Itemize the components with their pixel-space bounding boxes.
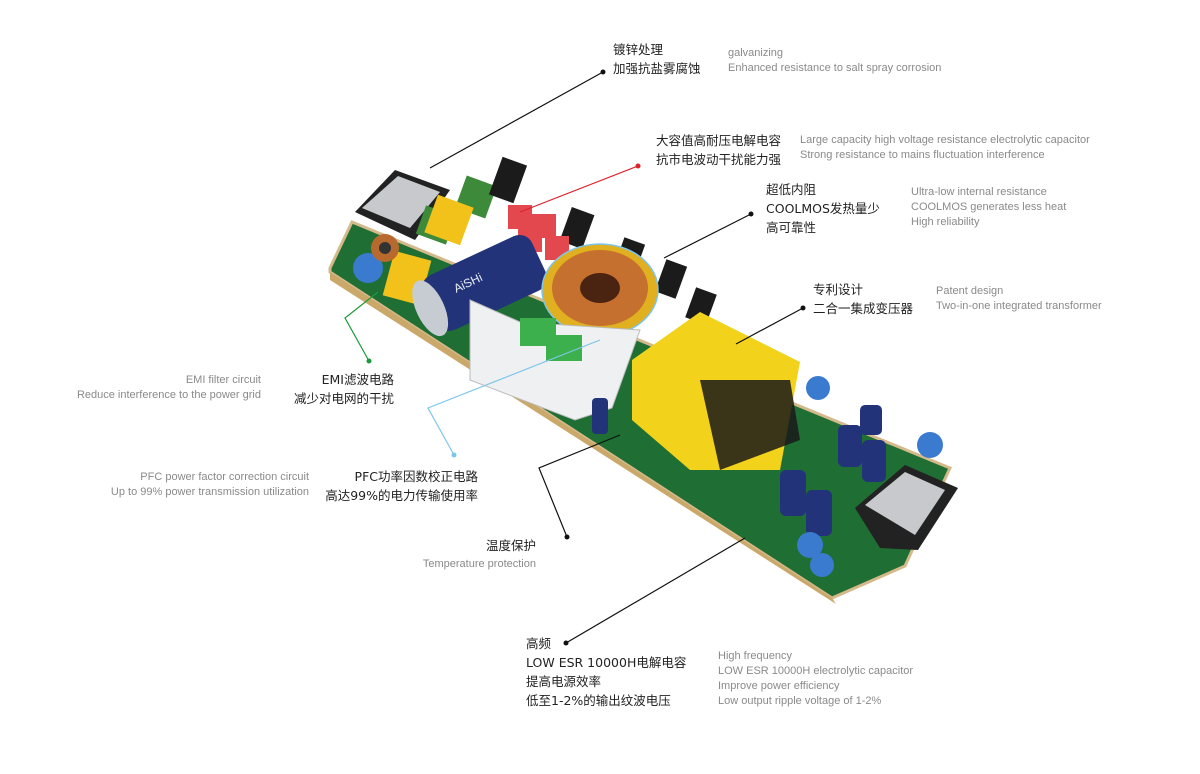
en-line: EMI filter circuit <box>185 374 261 386</box>
leader-galvanizing <box>429 71 604 169</box>
varistor <box>353 253 383 283</box>
en-line: Enhanced resistance to salt spray corros… <box>728 62 942 74</box>
cn-line: 高可靠性 <box>766 220 817 235</box>
cn-line: 加强抗盐雾腐蚀 <box>613 61 701 76</box>
callout-emi-en: EMI filter circuit Reduce interference t… <box>77 373 261 403</box>
toroid-inductor <box>541 243 659 337</box>
en-line: Two-in-one integrated transformer <box>936 300 1102 312</box>
callout-coolmos-cn: 超低内阻 COOLMOS发热量少 高可靠性 <box>766 180 880 237</box>
transformer <box>632 312 800 470</box>
cn-line: 高频 <box>526 636 552 651</box>
callout-transformer-en: Patent design Two-in-one integrated tran… <box>936 284 1102 314</box>
callout-transformer-cn: 专利设计 二合一集成变压器 <box>813 280 913 318</box>
leader-capacitor <box>519 165 639 213</box>
leader-temperature <box>538 434 621 538</box>
en-line: COOLMOS generates less heat <box>911 201 1067 213</box>
leader-transformer <box>735 307 804 345</box>
cn-line: COOLMOS发热量少 <box>766 201 880 216</box>
en-line: Strong resistance to mains fluctuation i… <box>800 149 1045 161</box>
callout-pfc-cn: PFC功率因数校正电路 高达99%的电力传输使用率 <box>325 467 478 505</box>
cn-line: 提高电源效率 <box>526 674 602 689</box>
cn-line: PFC功率因数校正电路 <box>354 469 478 484</box>
callout-galvanizing-cn: 镀锌处理 加强抗盐雾腐蚀 <box>613 40 701 78</box>
cn-line: 减少对电网的干扰 <box>293 391 394 406</box>
output-terminal-block <box>855 465 958 550</box>
cn-line: 抗市电波动干扰能力强 <box>656 152 782 167</box>
en-line: Improve power efficiency <box>718 680 840 692</box>
en-line: galvanizing <box>728 47 784 59</box>
cn-line: 大容值高耐压电解电容 <box>656 133 782 148</box>
callout-temperature-en: Temperature protection <box>423 557 536 572</box>
output-capacitors <box>592 398 886 536</box>
callout-high-frequency-cn: 高频 LOW ESR 10000H电解电容 提高电源效率 低至1-2%的输出纹波… <box>526 634 686 710</box>
cn-line: 高达99%的电力传输使用率 <box>325 488 478 503</box>
leader-high-frequency <box>565 537 746 644</box>
callout-pfc-en: PFC power factor correction circuit Up t… <box>111 470 309 500</box>
en-line: Temperature protection <box>422 558 536 570</box>
en-line: Up to 99% power transmission utilization <box>110 486 309 498</box>
cn-line: 镀锌处理 <box>613 42 664 57</box>
cn-line: 专利设计 <box>813 282 864 297</box>
cn-line: 温度保护 <box>485 538 536 553</box>
leader-pfc <box>427 339 601 456</box>
cn-line: 低至1-2%的输出纹波电压 <box>526 693 671 708</box>
en-line: High reliability <box>911 216 980 228</box>
callout-emi-cn: EMI滤波电路 减少对电网的干扰 <box>294 370 394 408</box>
cn-line: EMI滤波电路 <box>321 372 394 387</box>
en-line: Large capacity high voltage resistance e… <box>800 134 1090 146</box>
callout-capacitor-en: Large capacity high voltage resistance e… <box>800 133 1090 163</box>
cn-line: 超低内阻 <box>766 182 817 197</box>
en-line: Ultra-low internal resistance <box>911 186 1047 198</box>
en-line: PFC power factor correction circuit <box>140 471 309 483</box>
en-line: Reduce interference to the power grid <box>76 389 261 401</box>
en-line: Low output ripple voltage of 1-2% <box>718 695 882 707</box>
callout-capacitor-cn: 大容值高耐压电解电容 抗市电波动干扰能力强 <box>656 131 781 169</box>
leader-coolmos <box>663 213 752 259</box>
callout-high-frequency-en: High frequency LOW ESR 10000H electrolyt… <box>718 649 913 709</box>
en-line: LOW ESR 10000H electrolytic capacitor <box>718 665 914 677</box>
callout-galvanizing-en: galvanizing Enhanced resistance to salt … <box>728 46 941 76</box>
electrolytic-capacitor: AiSHi <box>412 234 547 337</box>
en-line: High frequency <box>718 650 792 662</box>
callout-coolmos-en: Ultra-low internal resistance COOLMOS ge… <box>911 185 1066 230</box>
callout-temperature-cn: 温度保护 <box>486 536 536 555</box>
en-line: Patent design <box>936 285 1004 297</box>
leader-emi <box>344 291 379 362</box>
cn-line: LOW ESR 10000H电解电容 <box>526 655 687 670</box>
cn-line: 二合一集成变压器 <box>813 301 914 316</box>
